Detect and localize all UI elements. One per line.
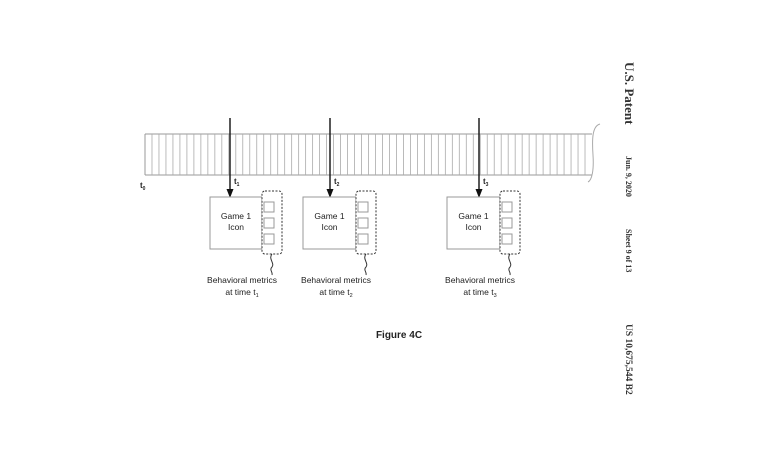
metrics-group bbox=[355, 190, 377, 255]
metrics-caption-text: at time t bbox=[319, 287, 350, 297]
metrics-caption: at time t3 bbox=[463, 287, 496, 299]
metric-slot bbox=[501, 233, 513, 245]
metric-slot bbox=[357, 201, 369, 213]
t0-label: t0 bbox=[140, 181, 146, 192]
header-patent-number: US 10,675,544 B2 bbox=[623, 324, 633, 395]
metric-slot bbox=[501, 201, 513, 213]
metric-slot bbox=[357, 217, 369, 229]
game-icon-label: Icon bbox=[228, 222, 244, 232]
time-label-subscript: 2 bbox=[337, 182, 340, 188]
metrics-caption-subscript: 1 bbox=[256, 293, 259, 299]
leader-line bbox=[364, 253, 368, 276]
arrowhead-icon bbox=[326, 189, 334, 198]
t0-label-text: t bbox=[140, 181, 143, 190]
metric-slot bbox=[501, 217, 513, 229]
metrics-caption: at time t1 bbox=[225, 287, 258, 299]
time-label-text: t bbox=[234, 177, 237, 186]
game-icon-box bbox=[446, 196, 501, 250]
metrics-caption: Behavioral metrics bbox=[445, 275, 515, 285]
metrics-caption-subscript: 3 bbox=[494, 293, 497, 299]
time-label-subscript: 1 bbox=[237, 182, 240, 188]
game-icon-label: Game 1 bbox=[314, 211, 345, 221]
header-title: U.S. Patent bbox=[622, 62, 637, 125]
metrics-group bbox=[499, 190, 521, 255]
time-label-text: t bbox=[483, 177, 486, 186]
game-icon-label: Game 1 bbox=[221, 211, 252, 221]
game-icon-label: Icon bbox=[465, 222, 481, 232]
game-icon-label: Icon bbox=[321, 222, 337, 232]
metrics-caption-text: at time t bbox=[463, 287, 494, 297]
metric-slot bbox=[357, 233, 369, 245]
game-icon-box bbox=[302, 196, 357, 250]
game-icon-box bbox=[209, 196, 263, 250]
metrics-caption-text: at time t bbox=[225, 287, 256, 297]
time-label-text: t bbox=[334, 177, 337, 186]
timeline-stripes bbox=[151, 134, 586, 175]
time-label: t1 bbox=[234, 177, 240, 188]
leader-line bbox=[508, 253, 512, 276]
metrics-caption-subscript: 2 bbox=[350, 293, 353, 299]
time-label: t3 bbox=[483, 177, 489, 188]
strip-break-edge bbox=[587, 123, 601, 183]
arrowhead-icon bbox=[475, 189, 483, 198]
metrics-group bbox=[261, 190, 283, 255]
metrics-caption: Behavioral metrics bbox=[207, 275, 277, 285]
figure-label: Figure 4C bbox=[376, 330, 422, 341]
header-sheet: Sheet 9 of 13 bbox=[624, 229, 633, 272]
time-label-subscript: 3 bbox=[486, 182, 489, 188]
time-label: t2 bbox=[334, 177, 340, 188]
timeline-strip bbox=[144, 123, 601, 183]
metrics-caption: Behavioral metrics bbox=[301, 275, 371, 285]
patent-header: U.S. Patent Jun. 9, 2020 Sheet 9 of 13 U… bbox=[622, 62, 637, 395]
header-date: Jun. 9, 2020 bbox=[624, 156, 633, 197]
game-icon-label: Game 1 bbox=[458, 211, 489, 221]
metric-slot bbox=[263, 201, 275, 213]
metric-slot bbox=[263, 217, 275, 229]
metrics-caption: at time t2 bbox=[319, 287, 352, 299]
leader-line bbox=[270, 253, 274, 276]
metric-slot bbox=[263, 233, 275, 245]
arrowhead-icon bbox=[226, 189, 234, 198]
t0-label-subscript: 0 bbox=[143, 186, 146, 192]
